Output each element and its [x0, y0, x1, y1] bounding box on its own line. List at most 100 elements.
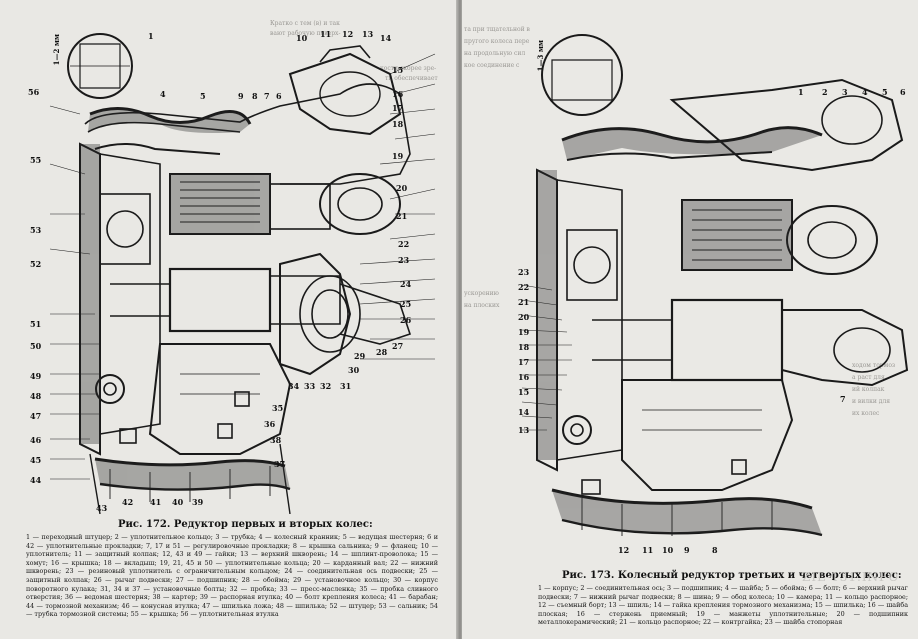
callout-right-19: 19 [392, 151, 404, 161]
callout-top-12: 12 [342, 29, 354, 39]
callout-top-8: 8 [252, 91, 258, 101]
bleed-text-right-3: кое соединение с [464, 62, 520, 69]
callout-left-45: 45 [30, 455, 42, 465]
callout-right-23: 23 [398, 255, 410, 265]
callout-right-27: 27 [392, 341, 404, 351]
bleed-text-right-8: ий колпак [852, 386, 885, 393]
callout-r-left-16: 16 [518, 372, 530, 382]
bleed-text-right-1: пругого колеса пере [464, 38, 530, 45]
callout-r-left-17: 17 [518, 357, 530, 367]
callout-r-left-20: 20 [518, 312, 530, 322]
callout-right-42: 42 [122, 497, 134, 507]
callout-right-16: 16 [392, 89, 404, 99]
bleed-text-right-6: ходом тормоз [852, 362, 896, 369]
callout-right-31: 31 [340, 381, 352, 391]
callout-right-43: 43 [96, 503, 108, 513]
bleed-text-right-2: на продольную сил [464, 50, 526, 57]
callout-top-1: 1 [148, 31, 154, 41]
callout-r-left-15: 15 [518, 387, 530, 397]
callout-left-55: 55 [30, 155, 42, 165]
callout-left-48: 48 [30, 391, 42, 401]
callout-right-41: 41 [150, 497, 162, 507]
callout-top-7: 7 [264, 91, 270, 101]
callout-r-bottom-9: 9 [684, 545, 690, 555]
callout-right-39: 39 [192, 497, 204, 507]
callout-right-35: 35 [272, 403, 284, 413]
callout-top-6: 6 [276, 91, 282, 101]
callout-r-bottom-11: 11 [642, 545, 654, 555]
callout-right-28: 28 [376, 347, 388, 357]
callout-left-44: 44 [30, 475, 42, 485]
callout-right-22: 22 [398, 239, 410, 249]
callout-top-10: 10 [296, 33, 308, 43]
figure-title-fig172: Рис. 172. Редуктор первых и вторых колес… [118, 519, 373, 530]
callout-right-20: 20 [396, 183, 408, 193]
callout-right-33: 33 [304, 381, 316, 391]
callout-left-51: 51 [30, 319, 42, 329]
site-watermark: ZIL-131.INFO [802, 570, 900, 584]
bleed-text-right-7: а раст для [852, 374, 885, 381]
callout-right-34: 34 [288, 381, 300, 391]
callout-r-left-22: 22 [518, 282, 530, 292]
bleed-text-right-5: на плоских [464, 302, 500, 309]
callout-left-46: 46 [30, 435, 42, 445]
callout-top-5: 5 [200, 91, 206, 101]
callout-right-30: 30 [348, 365, 360, 375]
callout-r-bottom-8: 8 [712, 545, 718, 555]
callout-top-9: 9 [238, 91, 244, 101]
bleed-text-right-0: та при тщательной в [464, 26, 530, 33]
bleed-text-right-10: их колес [852, 410, 880, 417]
callout-r-top-6: 6 [900, 87, 906, 97]
callout-top-4: 4 [160, 89, 166, 99]
callout-right-17: 17 [392, 103, 404, 113]
callout-r-left-21: 21 [518, 297, 530, 307]
callout-left-47: 47 [30, 411, 42, 421]
callout-left-56: 56 [28, 87, 40, 97]
callout-right-36: 36 [264, 419, 276, 429]
callout-r-top-3: 3 [842, 87, 848, 97]
callout-right-40: 40 [172, 497, 184, 507]
callout-r-left-13: 13 [518, 425, 530, 435]
callout-left-52: 52 [30, 259, 42, 269]
legend-fig172: 1 — переходный штуцер; 2 — уплотнительно… [26, 533, 438, 619]
callout-r-left-23: 23 [518, 267, 530, 277]
reducer-drawing-fig172 [49, 33, 436, 514]
callout-left-50: 50 [30, 341, 42, 351]
bleed-text-right-4: ускорению [464, 290, 499, 297]
bleed-text-left-2: кости скорее зре- [380, 65, 437, 72]
left-page: Кратко с тем (в) и так вают рабочую пове… [0, 0, 458, 639]
callout-right-25: 25 [400, 299, 412, 309]
bleed-text-left-3: ти обеспечивает [385, 75, 438, 82]
callout-r-left-14: 14 [518, 407, 530, 417]
callout-r-bottom-7: 7 [840, 394, 846, 404]
callout-top-11: 11 [320, 29, 332, 39]
callout-top-13: 13 [362, 29, 374, 39]
callout-right-37: 37 [274, 459, 286, 469]
callout-right-32: 32 [320, 381, 332, 391]
legend-fig173: 1 — корпус; 2 — соединительная ось; 3 — … [538, 584, 908, 627]
reducer-drawing-fig173 [522, 34, 909, 537]
bleed-text-right-9: и вилки для [852, 398, 891, 405]
callout-left-53: 53 [30, 225, 42, 235]
callout-r-left-18: 18 [518, 342, 530, 352]
callout-r-bottom-10: 10 [662, 545, 674, 555]
callout-right-15: 15 [392, 65, 404, 75]
right-page: та при тщательной в пругого колеса пере … [462, 0, 918, 639]
callout-r-top-4: 4 [862, 87, 868, 97]
callout-top-14: 14 [380, 33, 392, 43]
callout-right-29: 29 [354, 351, 366, 361]
figure-title-fig173: Рис. 173. Колесный редуктор третьих и че… [562, 570, 902, 581]
bleed-text-left-1: вают рабочую поверх- [270, 30, 341, 37]
callout-r-top-1: 1 [798, 87, 804, 97]
callout-right-24: 24 [400, 279, 412, 289]
callout-r-bottom-12: 12 [618, 545, 630, 555]
book-gutter [456, 0, 464, 639]
callout-r-top-5: 5 [882, 87, 888, 97]
callout-right-26: 26 [400, 315, 412, 325]
callout-right-38: 38 [270, 435, 282, 445]
callout-right-18: 18 [392, 119, 404, 129]
bleed-text-left-0: Кратко с тем (в) и так [270, 20, 340, 27]
callout-r-top-2: 2 [822, 87, 828, 97]
callout-r-left-19: 19 [518, 327, 530, 337]
callout-left-49: 49 [30, 371, 42, 381]
